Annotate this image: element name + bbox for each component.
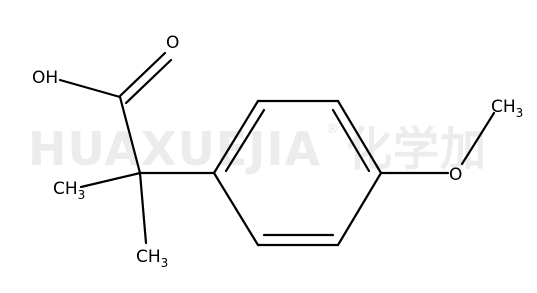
watermark-cjk-text: 化学加 bbox=[346, 122, 487, 176]
atom-labels: O OH CH3 CH3 O CH3 bbox=[32, 33, 523, 270]
ring-bond-4 bbox=[336, 171, 383, 247]
methoxy-oxygen-label: O bbox=[449, 165, 462, 185]
bond-carboxyl-quaternary bbox=[118, 95, 142, 175]
bond-carbonyl-a bbox=[118, 51, 167, 98]
watermark-registered-mark: ® bbox=[326, 122, 339, 137]
methyl-2-base: CH bbox=[136, 247, 161, 267]
bond-quaternary-methyl-1 bbox=[79, 171, 142, 189]
bonds bbox=[58, 51, 496, 247]
methoxy-methyl-label: CH3 bbox=[491, 97, 523, 120]
carbonyl-oxygen-label: O bbox=[166, 33, 179, 53]
methyl-2-sub: 3 bbox=[161, 256, 169, 270]
methoxy-methyl-sub: 3 bbox=[516, 106, 524, 120]
methyl-1-sub: 3 bbox=[78, 188, 86, 202]
methyl-1-label: CH3 bbox=[53, 179, 85, 202]
bond-carbonyl-b bbox=[124, 58, 173, 105]
methoxy-methyl-base: CH bbox=[491, 97, 516, 117]
ring-double-2 bbox=[331, 108, 371, 173]
methyl-1-base: CH bbox=[53, 179, 78, 199]
bond-quaternary-methyl-2 bbox=[138, 171, 148, 245]
bond-methoxy-o-ch3 bbox=[460, 111, 496, 166]
ring-bond-6 bbox=[212, 171, 260, 247]
ring-bond-1 bbox=[212, 99, 260, 175]
ring-double-1 bbox=[224, 108, 266, 173]
watermark: HUAXUEJIA ® 化学加 bbox=[28, 122, 487, 176]
bond-c-oh bbox=[58, 78, 122, 99]
watermark-text: HUAXUEJIA bbox=[28, 122, 321, 176]
ring-bond-3 bbox=[336, 99, 383, 175]
hydroxyl-label: OH bbox=[32, 68, 58, 88]
methyl-2-label: CH3 bbox=[136, 247, 168, 270]
